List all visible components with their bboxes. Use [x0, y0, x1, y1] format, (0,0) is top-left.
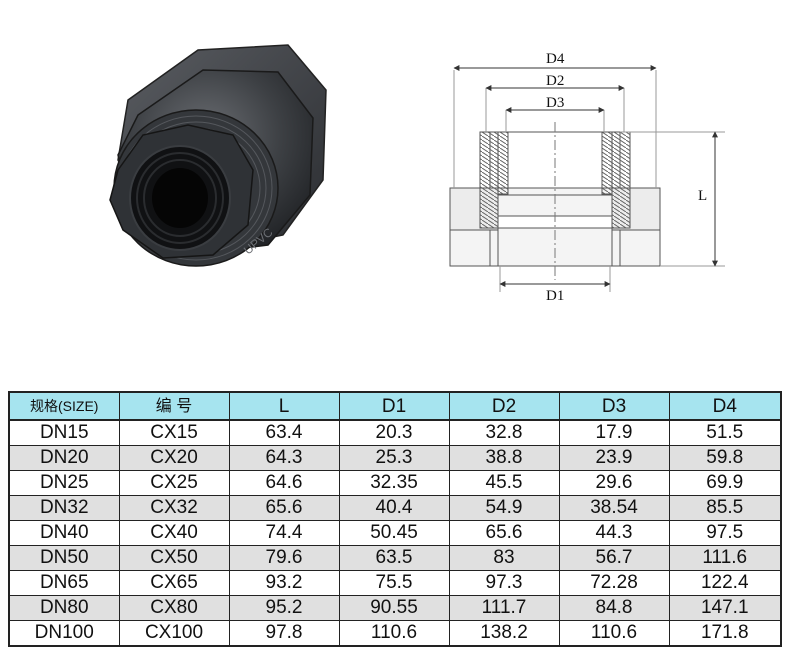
table-cell: CX40	[118, 520, 230, 546]
table-cell: 51.5	[668, 419, 782, 446]
table-cell: 65.6	[228, 495, 340, 521]
table-cell: CX80	[118, 595, 230, 621]
header-d4: D4	[668, 391, 782, 421]
table-cell: CX20	[118, 445, 230, 471]
table-cell: CX15	[118, 419, 230, 446]
product-photo: UPVC	[109, 44, 327, 267]
table-cell: DN32	[8, 495, 120, 521]
table-cell: 110.6	[558, 620, 670, 647]
table-cell: 59.8	[668, 445, 782, 471]
table-cell: 64.3	[228, 445, 340, 471]
table-cell: 38.54	[558, 495, 670, 521]
table-cell: CX32	[118, 495, 230, 521]
table-cell: 50.45	[338, 520, 450, 546]
dim-label-d4: D4	[546, 51, 565, 67]
table-cell: 23.9	[558, 445, 670, 471]
table-cell: 40.4	[338, 495, 450, 521]
table-cell: 20.3	[338, 419, 450, 446]
table-cell: 25.3	[338, 445, 450, 471]
dim-label-d3: D3	[546, 95, 564, 111]
table-cell: 32.35	[338, 470, 450, 496]
table-cell: 74.4	[228, 520, 340, 546]
table-cell: 90.55	[338, 595, 450, 621]
table-header-row: 规格(SIZE) 编 号 L D1 D2 D3 D4	[8, 391, 782, 421]
table-cell: 171.8	[668, 620, 782, 647]
table-cell: CX25	[118, 470, 230, 496]
header-l: L	[228, 391, 340, 421]
table-cell: 84.8	[558, 595, 670, 621]
technical-drawing: D4 D2 D3 D1 L	[449, 51, 725, 304]
dim-label-d2: D2	[546, 73, 564, 89]
dim-label-d1: D1	[546, 288, 564, 304]
dim-label-l: L	[698, 188, 707, 204]
table-cell: 79.6	[228, 545, 340, 571]
table-cell: 111.7	[448, 595, 560, 621]
table-cell: 64.6	[228, 470, 340, 496]
table-cell: DN25	[8, 470, 120, 496]
table-cell: DN80	[8, 595, 120, 621]
header-d2: D2	[448, 391, 560, 421]
header-code: 编 号	[118, 391, 230, 421]
header-d3: D3	[558, 391, 670, 421]
table-cell: 69.9	[668, 470, 782, 496]
table-cell: 63.4	[228, 419, 340, 446]
table-cell: 138.2	[448, 620, 560, 647]
table-cell: 32.8	[448, 419, 560, 446]
table-cell: 56.7	[558, 545, 670, 571]
table-cell: DN50	[8, 545, 120, 571]
table-cell: 72.28	[558, 570, 670, 596]
table-cell: 97.5	[668, 520, 782, 546]
table-cell: 110.6	[338, 620, 450, 647]
table-cell: 111.6	[668, 545, 782, 571]
table-cell: DN15	[8, 419, 120, 446]
table-cell: 93.2	[228, 570, 340, 596]
table-cell: 122.4	[668, 570, 782, 596]
table-cell: 44.3	[558, 520, 670, 546]
table-cell: DN65	[8, 570, 120, 596]
table-cell: 97.3	[448, 570, 560, 596]
header-size: 规格(SIZE)	[8, 391, 120, 421]
table-cell: 54.9	[448, 495, 560, 521]
table-cell: CX50	[118, 545, 230, 571]
table-cell: 75.5	[338, 570, 450, 596]
header-d1: D1	[338, 391, 450, 421]
table-cell: DN20	[8, 445, 120, 471]
table-cell: 38.8	[448, 445, 560, 471]
table-cell: 17.9	[558, 419, 670, 446]
table-cell: 147.1	[668, 595, 782, 621]
table-cell: 83	[448, 545, 560, 571]
table-cell: 63.5	[338, 545, 450, 571]
table-cell: 95.2	[228, 595, 340, 621]
table-cell: 45.5	[448, 470, 560, 496]
table-cell: 97.8	[228, 620, 340, 647]
table-cell: DN100	[8, 620, 120, 647]
table-cell: DN40	[8, 520, 120, 546]
table-cell: 65.6	[448, 520, 560, 546]
table-cell: CX100	[118, 620, 230, 647]
table-cell: 85.5	[668, 495, 782, 521]
table-cell: 29.6	[558, 470, 670, 496]
table-cell: CX65	[118, 570, 230, 596]
